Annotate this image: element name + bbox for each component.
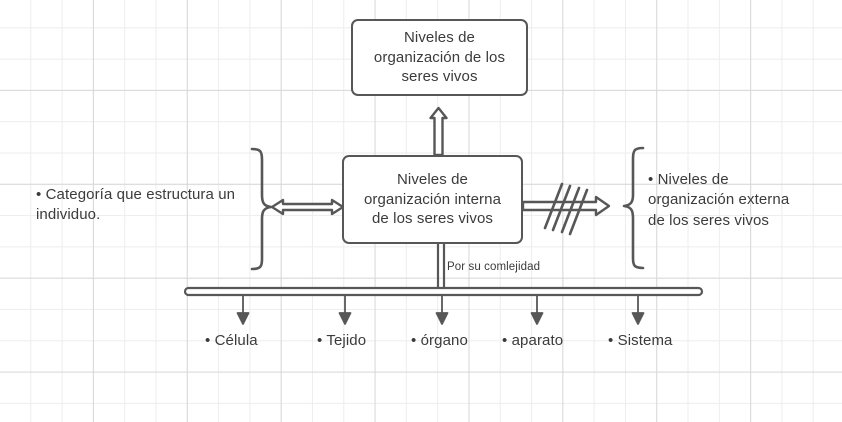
leaf-arrow-4: [631, 295, 645, 325]
leaf-arrow-1: [338, 295, 352, 325]
leaf-arrow-3: [530, 295, 544, 325]
distribution-bar: [183, 286, 704, 297]
left-double-arrow-connector: [270, 198, 345, 216]
node-internal-levels-of-organization[interactable]: Niveles de organización interna de los s…: [342, 155, 523, 244]
leaf-label-sistema[interactable]: • Sistema: [608, 332, 673, 349]
leaf-arrows: [236, 295, 645, 325]
node-top-levels-of-organization[interactable]: Niveles de organización de los seres viv…: [351, 19, 528, 96]
leaf-label-celula[interactable]: • Célula: [205, 332, 258, 349]
annotation-right-external-levels[interactable]: • Niveles de organización externa de los…: [648, 171, 790, 229]
complexity-stem: [436, 244, 446, 289]
leaf-arrow-0: [236, 295, 250, 325]
label-por-su-complejidad[interactable]: Por su comlejidad: [447, 261, 541, 273]
annotation-left-category[interactable]: • Categoría que estructura un individuo.: [36, 186, 236, 224]
right-slashed-arrow-connector: [521, 182, 611, 236]
right-curly-brace: [622, 146, 645, 270]
leaf-label-tejido[interactable]: • Tejido: [317, 332, 367, 349]
leaf-label-organo[interactable]: • órgano: [411, 332, 468, 349]
up-arrow-connector: [429, 106, 448, 157]
leaf-label-aparato[interactable]: • aparato: [502, 332, 564, 349]
leaf-arrow-2: [435, 295, 449, 325]
